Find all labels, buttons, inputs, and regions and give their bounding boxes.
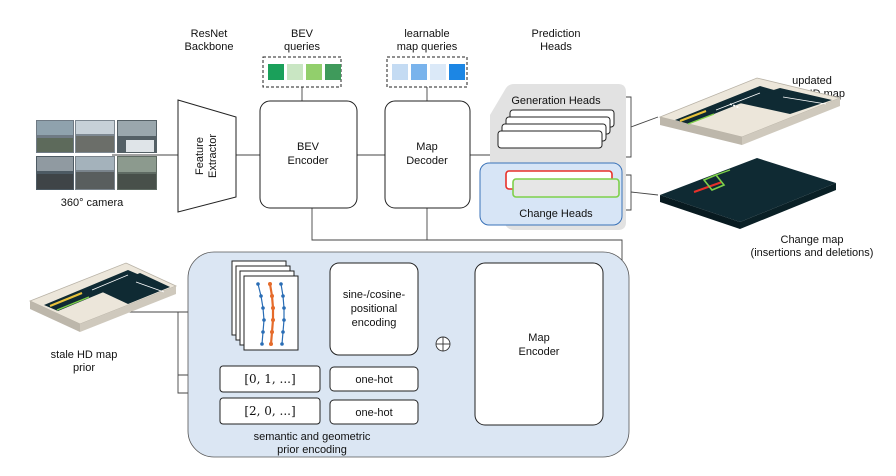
positional-encoding-label-1: sine-/cosine- bbox=[343, 289, 406, 301]
feature-extractor-label-1: Feature bbox=[194, 137, 206, 175]
map-encoder-label-1: Map bbox=[528, 332, 549, 344]
updated-hd-map bbox=[658, 77, 842, 145]
vector-label-1: [0, 1, ...] bbox=[244, 372, 295, 386]
one-hot-label-2: one-hot bbox=[355, 407, 392, 419]
map-query-token bbox=[392, 64, 408, 80]
camera-images bbox=[36, 120, 157, 190]
bev-queries bbox=[262, 56, 342, 88]
positional-encoding-box bbox=[329, 262, 419, 356]
map-query-token bbox=[411, 64, 427, 80]
stale-hd-map bbox=[28, 262, 178, 332]
feature-extractor bbox=[177, 99, 237, 213]
sum-operator-icon bbox=[435, 336, 451, 352]
change-heads-label: Change Heads bbox=[519, 208, 593, 220]
bev-queries-label-1: BEV bbox=[291, 28, 314, 40]
camera-label: 360° camera bbox=[61, 197, 124, 209]
vector-box-2 bbox=[219, 397, 321, 425]
map-query-token bbox=[449, 64, 465, 80]
stale-map-label-1: stale HD map bbox=[51, 349, 118, 361]
one-hot-box-2 bbox=[329, 399, 419, 425]
change-map-label-1: Change map bbox=[781, 234, 844, 246]
change-map bbox=[660, 158, 836, 229]
one-hot-box-1 bbox=[329, 366, 419, 392]
map-queries bbox=[386, 56, 468, 88]
map-decoder-label-2: Decoder bbox=[406, 155, 448, 167]
map-encoder-label-2: Encoder bbox=[519, 346, 560, 358]
bev-query-token bbox=[287, 64, 303, 80]
bev-query-token bbox=[306, 64, 322, 80]
prior-encoding-label-2: prior encoding bbox=[277, 444, 347, 456]
bev-encoder-label-2: Encoder bbox=[288, 155, 329, 167]
vector-label-2: [2, 0, ...] bbox=[244, 404, 295, 418]
map-queries-label-2: map queries bbox=[397, 41, 458, 53]
one-hot-label-1: one-hot bbox=[355, 374, 392, 386]
stale-map-label-2: prior bbox=[73, 362, 95, 374]
map-encoder bbox=[474, 262, 604, 426]
polyline-stack bbox=[231, 260, 299, 351]
bev-query-token bbox=[268, 64, 284, 80]
map-query-token bbox=[430, 64, 446, 80]
change-map-label-2: (insertions and deletions) bbox=[751, 247, 874, 259]
generation-heads-stack bbox=[497, 109, 615, 149]
prediction-heads-label-1: Prediction bbox=[532, 28, 581, 40]
generation-heads-label: Generation Heads bbox=[511, 95, 601, 107]
updated-map-label-1: updated bbox=[792, 75, 832, 87]
bev-encoder-label-1: BEV bbox=[297, 141, 320, 153]
bev-queries-label-2: queries bbox=[284, 41, 321, 53]
map-queries-label-1: learnable bbox=[404, 28, 449, 40]
bev-query-token bbox=[325, 64, 341, 80]
map-decoder bbox=[384, 100, 471, 209]
bev-encoder bbox=[259, 100, 358, 209]
prediction-heads-label-2: Heads bbox=[540, 41, 572, 53]
resnet-label-2: Backbone bbox=[185, 41, 234, 53]
map-decoder-label-1: Map bbox=[416, 141, 437, 153]
resnet-label-1: ResNet bbox=[191, 28, 228, 40]
positional-encoding-label-3: encoding bbox=[352, 317, 397, 329]
feature-extractor-label-2: Extractor bbox=[207, 134, 219, 178]
positional-encoding-label-2: positional bbox=[351, 303, 397, 315]
prior-encoding-label-1: semantic and geometric bbox=[254, 431, 371, 443]
vector-box-1 bbox=[219, 365, 321, 393]
change-heads-stack bbox=[505, 170, 620, 198]
